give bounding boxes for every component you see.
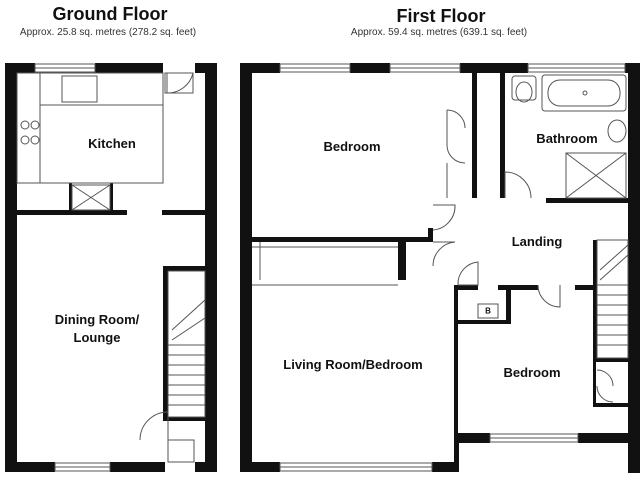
first-staircase	[596, 239, 629, 359]
room-label-kitchen: Kitchen	[88, 136, 136, 151]
ground-floor-title: Ground Floor	[52, 4, 168, 24]
room-label-living-bedroom: Living Room/Bedroom	[283, 357, 423, 372]
room-label-dining-line1: Dining Room/	[54, 312, 140, 327]
first-doors	[432, 171, 614, 403]
boiler-label: B	[485, 306, 491, 316]
kitchen-fixtures	[16, 72, 164, 211]
ground-doors	[139, 72, 195, 463]
room-label-bathroom: Bathroom	[536, 131, 598, 146]
wardrobe-doors	[252, 109, 466, 286]
ground-staircase	[167, 270, 206, 418]
windows	[34, 63, 626, 472]
first-floor-area: Approx. 59.4 sq. metres (639.1 sq. feet)	[350, 27, 528, 38]
ground-floor-walls	[5, 63, 217, 472]
ground-floor-area: Approx. 25.8 sq. metres (278.2 sq. feet)	[19, 27, 197, 38]
boiler-cupboard	[477, 303, 499, 319]
room-label-dining-line2: Lounge	[73, 330, 121, 345]
room-label-dining-lounge: Dining Room/ Lounge	[55, 311, 140, 347]
bathroom-fixtures	[511, 74, 627, 199]
first-floor-walls	[240, 63, 640, 473]
room-label-landing: Landing	[511, 234, 563, 249]
room-label-bedroom-top: Bedroom	[323, 139, 381, 154]
first-floor-title: First Floor	[396, 6, 486, 26]
room-label-bedroom-bottom: Bedroom	[503, 365, 561, 380]
